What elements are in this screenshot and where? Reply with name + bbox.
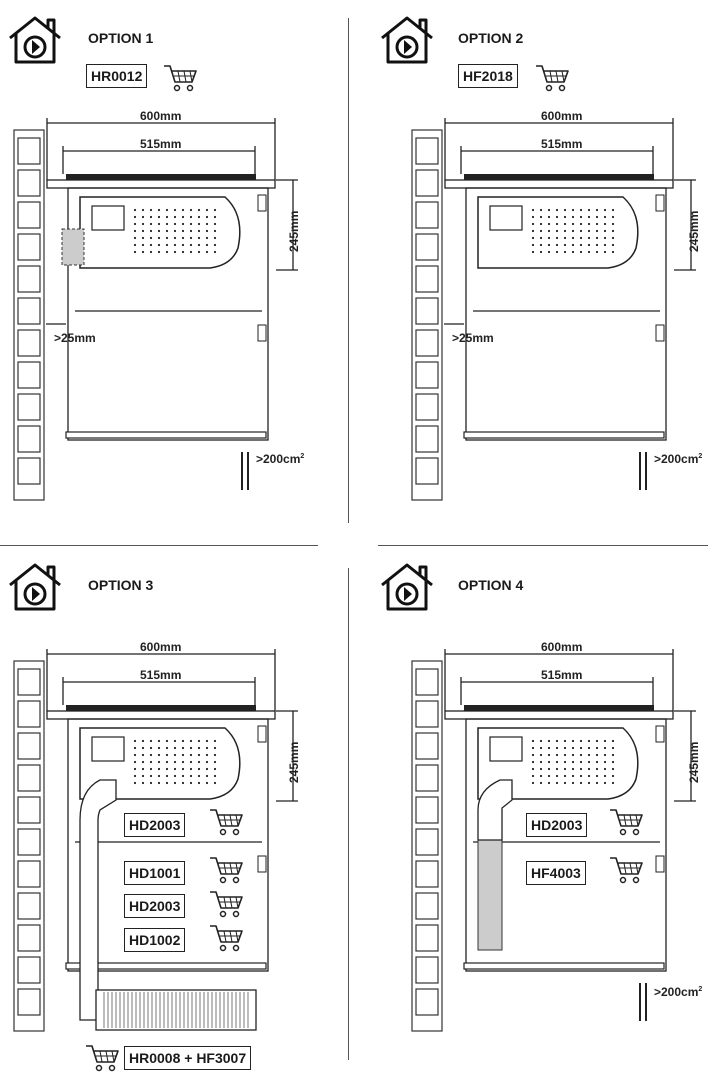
option-1-vent: >200cm2 bbox=[256, 452, 305, 466]
option-1-gap: >25mm bbox=[54, 331, 96, 345]
option-4-code-2: HF4003 bbox=[526, 861, 586, 885]
cabinet-4 bbox=[465, 718, 667, 972]
recirc-circle-4 bbox=[395, 582, 419, 606]
option-4-code-1: HD2003 bbox=[526, 813, 588, 837]
option-3-inner-width: 515mm bbox=[140, 668, 182, 682]
option-4-height: 245mm bbox=[687, 741, 701, 783]
option-3-width: 600mm bbox=[140, 640, 182, 654]
shopping-cart-icon-o3-4 bbox=[86, 1045, 119, 1063]
hob-glass-3 bbox=[66, 705, 256, 711]
hob-glass-2 bbox=[464, 174, 654, 180]
shopping-cart-icon-o3-2 bbox=[210, 891, 243, 909]
option-1-height: 245mm bbox=[287, 210, 301, 252]
option-4-inner-width: 515mm bbox=[541, 668, 583, 682]
brick-wall-3 bbox=[13, 660, 45, 1032]
shopping-cart-icon-o3-3 bbox=[210, 925, 243, 943]
recirc-circle-3 bbox=[23, 582, 47, 606]
option-4-width: 600mm bbox=[541, 640, 583, 654]
recirc-arrow-4 bbox=[404, 587, 412, 601]
recirc-circle-1 bbox=[23, 35, 47, 59]
option-3-code-1: HD2003 bbox=[124, 813, 186, 837]
option-3-code-3: HD2003 bbox=[124, 894, 186, 918]
option-4-title: OPTION 4 bbox=[458, 577, 524, 593]
option-2-inner-width: 515mm bbox=[541, 137, 583, 151]
hob-glass-4 bbox=[464, 705, 654, 711]
cabinet-2 bbox=[465, 187, 667, 441]
worktop-3 bbox=[46, 710, 276, 720]
option-2-title: OPTION 2 bbox=[458, 30, 524, 46]
house-recirculation-icon-4 bbox=[381, 563, 433, 611]
shopping-cart-icon-o4-0 bbox=[610, 809, 643, 827]
brick-wall-1 bbox=[13, 129, 45, 501]
shopping-cart-icon-o3-1 bbox=[210, 857, 243, 875]
house-recirculation-icon-3 bbox=[9, 563, 61, 611]
plinth-3 bbox=[65, 962, 267, 970]
plinth-2 bbox=[463, 431, 665, 439]
brick-wall-2 bbox=[411, 129, 443, 501]
recirc-arrow-1 bbox=[32, 40, 40, 54]
divider-horizontal-right bbox=[378, 545, 708, 546]
option-1-title: OPTION 1 bbox=[88, 30, 154, 46]
plinth-4 bbox=[463, 962, 665, 970]
option-2-vent: >200cm2 bbox=[654, 452, 703, 466]
option-3-code-2: HD1001 bbox=[124, 861, 186, 885]
option-3-height: 245mm bbox=[287, 741, 301, 783]
option-1-width: 600mm bbox=[140, 109, 182, 123]
shopping-cart-icon-o4-1 bbox=[610, 857, 643, 875]
filter-column bbox=[477, 839, 503, 951]
option-2-width: 600mm bbox=[541, 109, 583, 123]
option-2-gap: >25mm bbox=[452, 331, 494, 345]
option-4-vent: >200cm2 bbox=[654, 985, 703, 999]
motor-box-1 bbox=[91, 205, 125, 231]
recirc-circle-2 bbox=[395, 35, 419, 59]
shopping-cart-icon-1 bbox=[164, 65, 197, 83]
motor-box-2 bbox=[489, 205, 523, 231]
divider-vertical-bottom bbox=[348, 568, 349, 1060]
divider-horizontal-left bbox=[0, 545, 318, 546]
option-2-height: 245mm bbox=[687, 210, 701, 252]
cabinet-1 bbox=[67, 187, 269, 441]
cabinet-3 bbox=[67, 718, 269, 972]
option-3-code-5: HR0008 + HF3007 bbox=[124, 1046, 252, 1070]
motor-box-3 bbox=[91, 736, 125, 762]
recirc-arrow-2 bbox=[404, 40, 412, 54]
worktop-1 bbox=[46, 179, 276, 189]
option-1-inner-width: 515mm bbox=[140, 137, 182, 151]
option-1-code: HR0012 bbox=[86, 64, 148, 88]
option-3-title: OPTION 3 bbox=[88, 577, 154, 593]
brick-wall-4 bbox=[411, 660, 443, 1032]
motor-box-4 bbox=[489, 736, 523, 762]
plinth-1 bbox=[65, 431, 267, 439]
duct-vertical bbox=[79, 779, 117, 1021]
divider-vertical-top bbox=[348, 18, 349, 523]
house-recirculation-icon-1 bbox=[9, 16, 61, 64]
hob-glass-1 bbox=[66, 174, 256, 180]
option-2-code: HF2018 bbox=[458, 64, 518, 88]
shopping-cart-icon-o3-0 bbox=[210, 809, 243, 827]
filter-box bbox=[61, 228, 85, 266]
option-3-code-4: HD1002 bbox=[124, 928, 186, 952]
duct-bend bbox=[477, 779, 513, 841]
shopping-cart-icon-2 bbox=[536, 65, 569, 83]
recirc-arrow-3 bbox=[32, 587, 40, 601]
worktop-4 bbox=[444, 710, 674, 720]
house-recirculation-icon-2 bbox=[381, 16, 433, 64]
worktop-2 bbox=[444, 179, 674, 189]
